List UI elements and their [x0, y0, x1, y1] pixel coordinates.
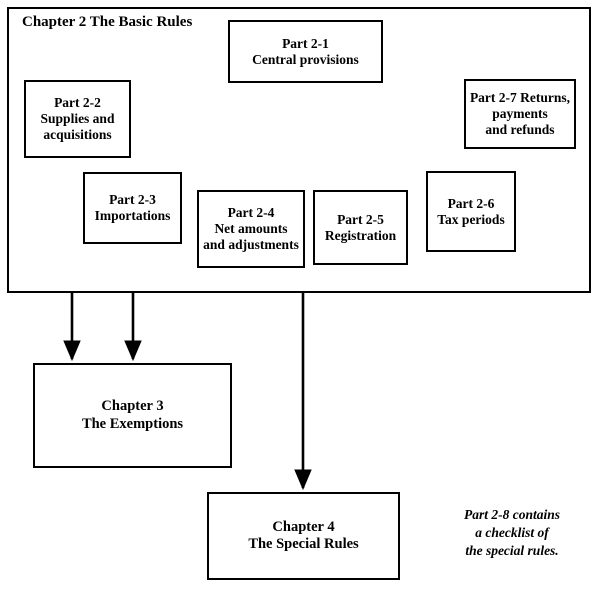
node-part-2-4[interactable]: Part 2-4 Net amounts and adjustments [197, 190, 305, 268]
note-part-2-8: Part 2-8 contains a checklist of the spe… [463, 507, 560, 559]
node-part-2-2[interactable]: Part 2-2 Supplies and acquisitions [24, 80, 131, 158]
node-part-2-5[interactable]: Part 2-5 Registration [313, 190, 408, 265]
node-part-2-1-label: Part 2-1 Central provisions [252, 35, 359, 67]
node-part-2-1[interactable]: Part 2-1 Central provisions [228, 20, 383, 83]
node-chapter-3[interactable]: Chapter 3 The Exemptions [33, 363, 232, 468]
node-part-2-7-label: Part 2-7 Returns, payments and refunds [469, 90, 571, 137]
node-chapter-4[interactable]: Chapter 4 The Special Rules [207, 492, 400, 580]
node-part-2-4-label: Part 2-4 Net amounts and adjustments [203, 205, 299, 252]
node-part-2-6[interactable]: Part 2-6 Tax periods [426, 171, 516, 252]
node-part-2-5-label: Part 2-5 Registration [324, 211, 397, 243]
node-part-2-6-label: Part 2-6 Tax periods [437, 195, 505, 227]
node-part-2-3[interactable]: Part 2-3 Importations [83, 172, 182, 244]
chapter-2-title: Chapter 2 The Basic Rules [22, 14, 193, 30]
node-part-2-3-label: Part 2-3 Importations [94, 192, 171, 223]
node-part-2-2-label: Part 2-2 Supplies and acquisitions [40, 95, 115, 142]
node-part-2-7[interactable]: Part 2-7 Returns, payments and refunds [464, 79, 576, 149]
node-chapter-4-label: Chapter 4 The Special Rules [248, 518, 359, 552]
node-chapter-3-label: Chapter 3 The Exemptions [81, 398, 184, 432]
